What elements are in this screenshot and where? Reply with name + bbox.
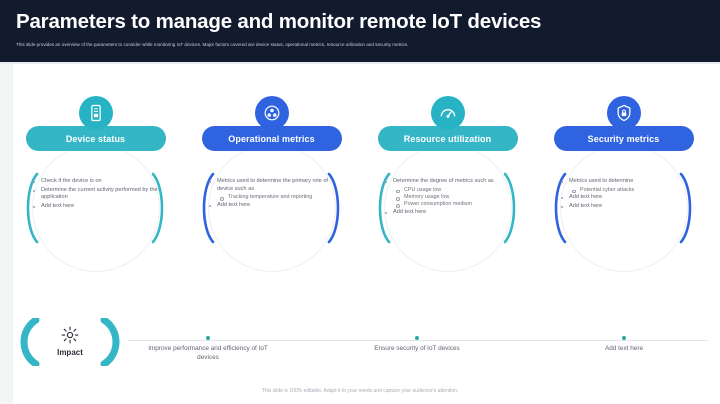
- list-item: Metrics used to determine the primary ro…: [206, 178, 340, 193]
- sub-list-item: CPU usage low: [382, 187, 516, 194]
- arc-left-icon: [196, 172, 216, 244]
- impact-outcome-text: Add text here: [604, 345, 643, 352]
- column-label-security-metrics[interactable]: Security metrics: [553, 126, 694, 151]
- impact-outcome-text: Ensure security of IoT devices: [374, 345, 460, 352]
- list-item: Check if the device is on: [30, 178, 164, 186]
- header-divider: [0, 62, 720, 64]
- bullet-list-security-metrics: Metrics used to determine Potential cybe…: [558, 178, 692, 211]
- sub-list-item: Potential cyber attacks: [558, 187, 692, 194]
- column-label-device-status[interactable]: Device status: [25, 126, 166, 151]
- list-item: Add text here: [382, 209, 516, 217]
- column-device-status[interactable]: Device status Check if the device is on …: [8, 96, 183, 296]
- arc-left-icon: [548, 172, 568, 244]
- bullet-list-resource-utilization: Determine the degree of metrics such as …: [382, 178, 516, 217]
- list-item: Add text here: [206, 202, 340, 210]
- page-subtitle: This slide provides an overview of the p…: [16, 42, 409, 47]
- list-item: Add text here: [558, 194, 692, 202]
- impact-badge: Impact: [14, 318, 126, 366]
- column-label-operational-metrics[interactable]: Operational metrics: [201, 126, 342, 151]
- column-security-metrics[interactable]: Security metrics Metrics used to determi…: [536, 96, 711, 296]
- arc-right-icon: [326, 172, 346, 244]
- sunburst-icon: [61, 326, 79, 349]
- bracket-right-icon: [100, 318, 126, 366]
- timeline-dot-icon: [415, 336, 419, 340]
- arc-left-icon: [20, 172, 40, 244]
- network-settings-icon: [254, 96, 289, 130]
- sub-list-item: Power consumption medium: [382, 201, 516, 209]
- impact-label: Impact: [57, 348, 83, 357]
- list-item: Add text here: [558, 203, 692, 211]
- impact-outcome-text: Improve performance and efficiency of Io…: [148, 345, 268, 361]
- sub-list-item: Tracking temperature and reporting: [206, 194, 340, 202]
- bullet-list-device-status: Check if the device is on Determine the …: [30, 178, 164, 211]
- arc-right-icon: [678, 172, 698, 244]
- gauge-icon: [430, 96, 465, 130]
- footer-note: This slide is 100% editable. Adapt it to…: [261, 388, 459, 394]
- list-item: Add text here: [30, 203, 164, 211]
- timeline-dot-icon: [622, 336, 626, 340]
- arc-right-icon: [150, 172, 170, 244]
- impact-timeline: [128, 340, 708, 341]
- column-label-resource-utilization[interactable]: Resource utilization: [377, 126, 518, 151]
- column-resource-utilization[interactable]: Resource utilization Determine the degre…: [360, 96, 535, 296]
- bracket-left-icon: [14, 318, 40, 366]
- device-tablet-icon: [78, 96, 113, 130]
- arc-left-icon: [372, 172, 392, 244]
- slide-header: Parameters to manage and monitor remote …: [0, 0, 720, 62]
- list-item: Metrics used to determine: [558, 178, 692, 186]
- timeline-dot-icon: [206, 336, 210, 340]
- page-title: Parameters to manage and monitor remote …: [16, 10, 542, 33]
- column-operational-metrics[interactable]: Operational metrics Metrics used to dete…: [184, 96, 359, 296]
- shield-lock-icon: [606, 96, 641, 130]
- bullet-list-operational-metrics: Metrics used to determine the primary ro…: [206, 178, 340, 210]
- left-accent-band: [0, 64, 13, 404]
- list-item: Determine the degree of metrics such as: [382, 178, 516, 186]
- arc-right-icon: [502, 172, 522, 244]
- list-item: Determine the current activity performed…: [30, 187, 164, 202]
- sub-list-item: Memory usage low: [382, 194, 516, 202]
